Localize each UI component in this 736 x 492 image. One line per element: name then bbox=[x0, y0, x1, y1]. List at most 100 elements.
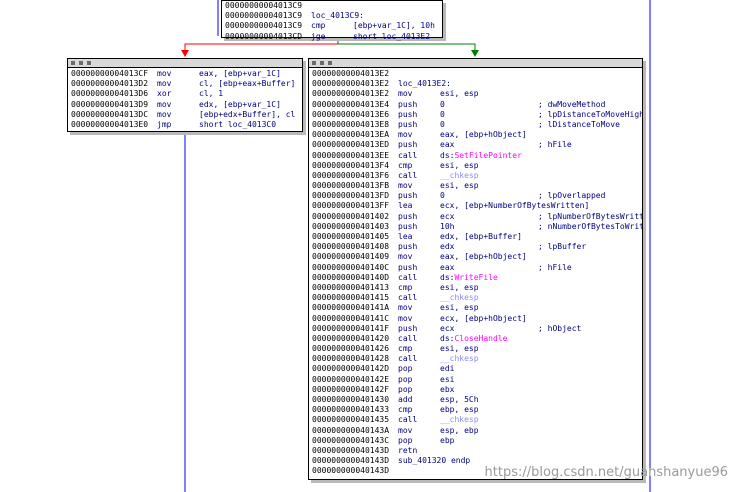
operand-text: 0 bbox=[440, 191, 445, 201]
color-icon[interactable] bbox=[312, 61, 316, 65]
library-function[interactable]: __chkesp bbox=[440, 170, 479, 180]
operand-text: 0 bbox=[440, 99, 445, 109]
operands: __chkesp bbox=[440, 171, 522, 181]
operand-text: ecx, [ebp+hObject] bbox=[440, 313, 527, 323]
code-line[interactable]: 00000000004013C9 bbox=[225, 1, 439, 11]
operands: eax, [ebp+var_1C] bbox=[199, 69, 281, 79]
code-comment: ; lDistanceToMove bbox=[538, 119, 620, 129]
operands: edx, [ebp+var_1C] bbox=[199, 100, 281, 110]
operands: [ebp+var_1C], 10h bbox=[353, 21, 435, 31]
rename-icon[interactable] bbox=[79, 61, 83, 65]
line-address: 0000000000401413 bbox=[312, 282, 390, 292]
line-address: 000000000040143D bbox=[312, 445, 390, 455]
operands bbox=[440, 446, 522, 456]
line-address: 0000000000401433 bbox=[312, 405, 390, 415]
imported-symbol[interactable]: WriteFile bbox=[454, 272, 498, 282]
line-address: 0000000000401415 bbox=[312, 293, 390, 303]
code-line[interactable]: 000000000040143D bbox=[312, 466, 639, 476]
node-header[interactable] bbox=[68, 59, 302, 68]
code-label[interactable]: loc_4013E2: bbox=[398, 79, 451, 89]
library-function[interactable]: __chkesp bbox=[440, 293, 479, 303]
line-address: 00000000004013DC bbox=[71, 109, 149, 119]
node-header[interactable] bbox=[309, 59, 642, 68]
code-comment: ; lpNumberOfBytesWritten bbox=[538, 211, 642, 221]
operands: ecx bbox=[440, 212, 522, 222]
mnemonic: call bbox=[398, 354, 418, 364]
operand-text: esi, esp bbox=[440, 344, 479, 354]
code-line[interactable]: 00000000004013E2 bbox=[312, 69, 639, 79]
operand-text: edx, [ebp+Buffer] bbox=[440, 232, 522, 241]
collapse-icon[interactable] bbox=[87, 61, 91, 65]
operand-text: esi, esp bbox=[440, 181, 479, 191]
line-address: 00000000004013C9 bbox=[225, 1, 303, 10]
line-address: 000000000040143D bbox=[312, 466, 390, 476]
library-function[interactable]: __chkesp bbox=[440, 415, 479, 425]
operands: 0 bbox=[440, 110, 522, 120]
imported-symbol[interactable]: SetFilePointer bbox=[454, 150, 522, 160]
operands: ecx, [ebp+hObject] bbox=[440, 314, 527, 324]
operand-text: esi, esp bbox=[440, 282, 479, 292]
collapse-icon[interactable] bbox=[328, 61, 332, 65]
library-function[interactable]: __chkesp bbox=[440, 354, 479, 364]
color-icon[interactable] bbox=[71, 61, 75, 65]
code-label[interactable]: loc_4013C9: bbox=[311, 11, 364, 21]
imported-symbol[interactable]: CloseHandle bbox=[454, 333, 508, 343]
operands: esi, esp bbox=[440, 283, 522, 293]
edge-false-arrow bbox=[181, 50, 189, 57]
rename-icon[interactable] bbox=[320, 61, 324, 65]
operand-text: edx, [ebp+var_1C] bbox=[199, 99, 281, 109]
code-label[interactable]: sub_401320 endp bbox=[398, 456, 471, 466]
